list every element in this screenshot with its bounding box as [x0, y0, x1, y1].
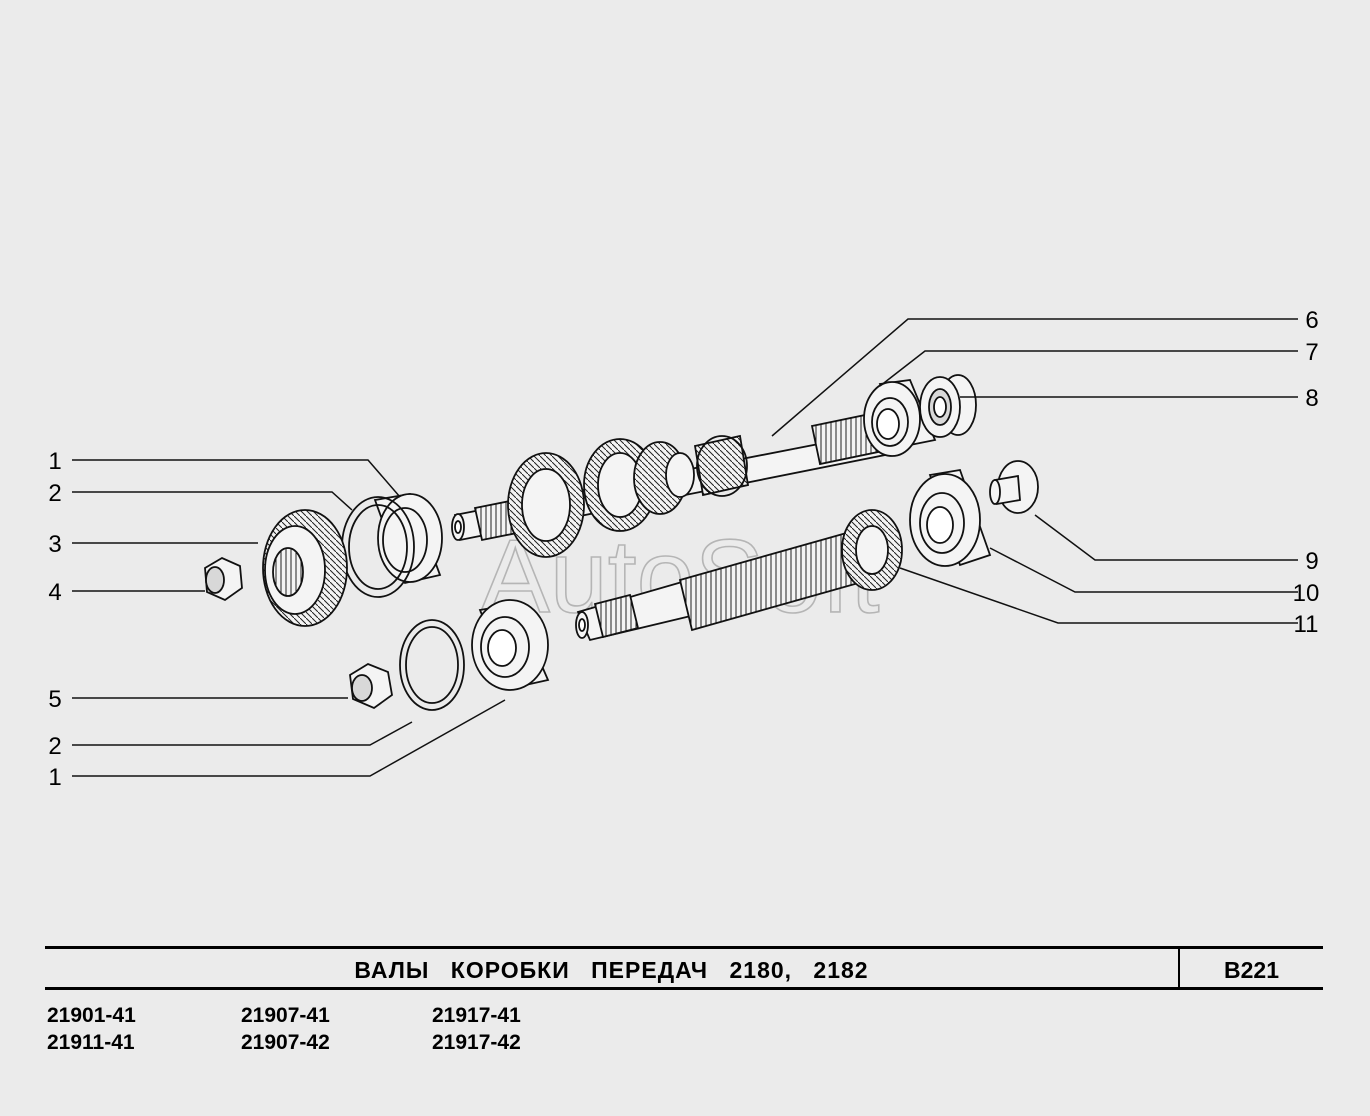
- bearing-8: [919, 374, 977, 438]
- model-codes-col-2: 21907-41 21907-42: [241, 1002, 330, 1056]
- callout-7: 7: [1305, 339, 1318, 366]
- output-shaft: [575, 509, 903, 642]
- model-codes-col-3: 21917-41 21917-42: [432, 1002, 521, 1056]
- model-code: 21901-41: [47, 1004, 136, 1027]
- plug-9: [989, 460, 1039, 514]
- title-divider: [1178, 949, 1180, 987]
- model-codes-col-1: 21901-41 21911-41: [47, 1002, 136, 1056]
- title-bar: ВАЛЫ КОРОБКИ ПЕРЕДАЧ 2180, 2182 B221: [45, 946, 1323, 990]
- callout-4: 4: [48, 579, 61, 606]
- callout-1-lower: 1: [48, 764, 61, 791]
- callout-6: 6: [1305, 307, 1318, 334]
- callout-10: 10: [1293, 580, 1320, 607]
- bearing-7: [863, 379, 937, 457]
- callout-9: 9: [1305, 548, 1318, 575]
- callout-2-lower: 2: [48, 733, 61, 760]
- bearing-1-upper: [373, 492, 443, 585]
- page-code: B221: [1224, 957, 1279, 983]
- model-code: 21907-42: [241, 1031, 330, 1054]
- gear-3: [262, 509, 348, 627]
- nut-5: [349, 662, 393, 710]
- bearing-10: [909, 468, 992, 567]
- callout-5: 5: [48, 686, 61, 713]
- snap-ring-2-lower: [399, 619, 465, 711]
- callout-11: 11: [1294, 611, 1319, 638]
- model-code: 21911-41: [47, 1031, 135, 1054]
- input-shaft: [451, 412, 887, 558]
- bearing-1-lower: [471, 599, 550, 691]
- callouts-left: 1 2 3 4 5 2 1: [48, 448, 61, 791]
- callout-1-upper: 1: [48, 448, 61, 475]
- nut-4: [204, 556, 243, 602]
- callout-8: 8: [1305, 385, 1318, 412]
- leader-lines: [72, 318, 1298, 777]
- model-code: 21917-41: [432, 1004, 521, 1027]
- model-code: 21917-42: [432, 1031, 521, 1054]
- callouts-right: 6 7 8 9 10 11: [1293, 307, 1320, 638]
- callout-3: 3: [48, 531, 61, 558]
- callout-2-upper: 2: [48, 480, 61, 507]
- model-code: 21907-41: [241, 1004, 330, 1027]
- page-title: ВАЛЫ КОРОБКИ ПЕРЕДАЧ 2180, 2182: [354, 957, 869, 983]
